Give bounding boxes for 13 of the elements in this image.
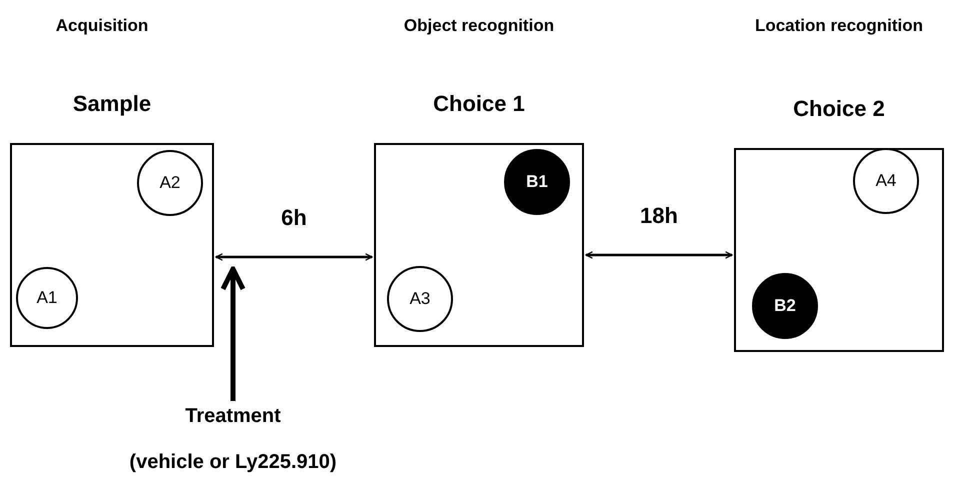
arrow: [215, 253, 373, 261]
phase-heading: Location recognition: [754, 16, 924, 36]
treatment-text: (vehicle or Ly225.910): [129, 451, 337, 474]
arrow: [585, 251, 733, 259]
trial-title: Choice 2: [793, 96, 885, 122]
treatment-text: Treatment: [185, 405, 281, 428]
phase-heading: Object recognition: [404, 16, 554, 36]
trial-title: Choice 1: [433, 91, 525, 117]
phase-heading: Acquisition: [56, 16, 148, 36]
edge-label: 6h: [281, 205, 307, 231]
arrow: [220, 266, 246, 401]
edge-label: 18h: [640, 203, 678, 229]
trial-title: Sample: [72, 91, 152, 117]
